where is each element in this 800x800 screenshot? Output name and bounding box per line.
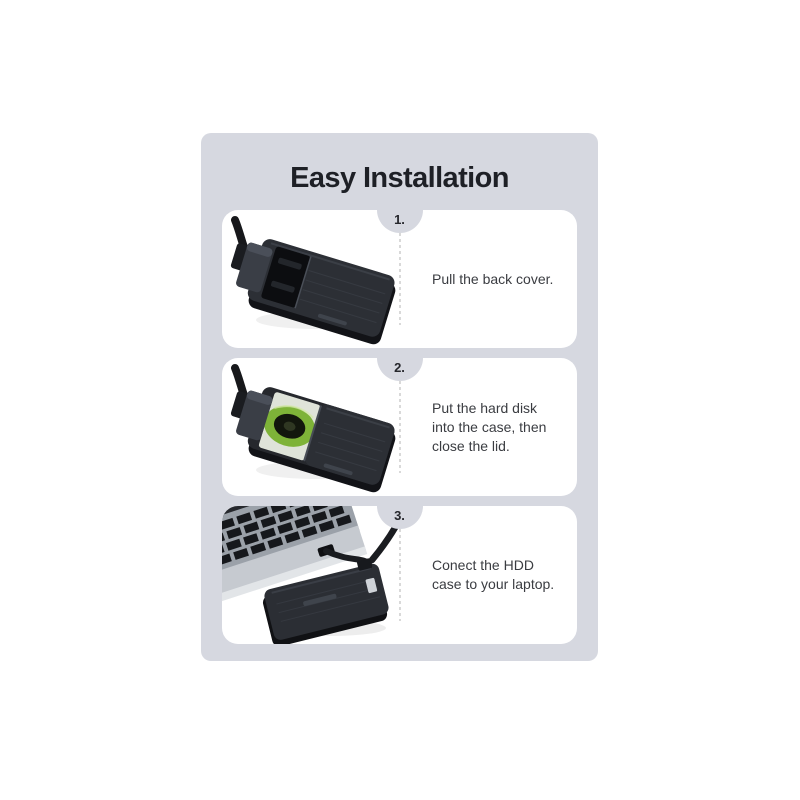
step-2-number: 2. — [394, 360, 405, 375]
step-3-caption: Conect the HDD case to your laptop. — [432, 557, 555, 592]
laptop-connection-image — [222, 506, 399, 644]
step-1-number-badge: 1. — [376, 210, 423, 233]
step-3-number: 3. — [394, 508, 405, 523]
step-1-caption: Pull the back cover. — [432, 270, 554, 287]
step-3-number-badge: 3. — [376, 506, 423, 529]
dashed-divider — [399, 381, 401, 473]
hdd-enclosure-with-disk-image — [222, 358, 399, 496]
step-cards: 1. — [201, 210, 598, 644]
step-2-number-badge: 2. — [376, 358, 423, 381]
step-card-1: 1. — [222, 210, 577, 348]
installation-panel: Easy Installation 1. — [201, 133, 598, 661]
hdd-enclosure-back-cover-image — [222, 210, 399, 348]
step-2-caption: Put the hard disk into the case, then cl… — [432, 399, 547, 454]
dashed-divider — [399, 233, 401, 325]
step-card-2: 2. — [222, 358, 577, 496]
step-1-number: 1. — [394, 212, 405, 227]
dashed-divider — [399, 529, 401, 621]
page-title: Easy Installation — [290, 162, 509, 194]
step-card-3: 3. — [222, 506, 577, 644]
